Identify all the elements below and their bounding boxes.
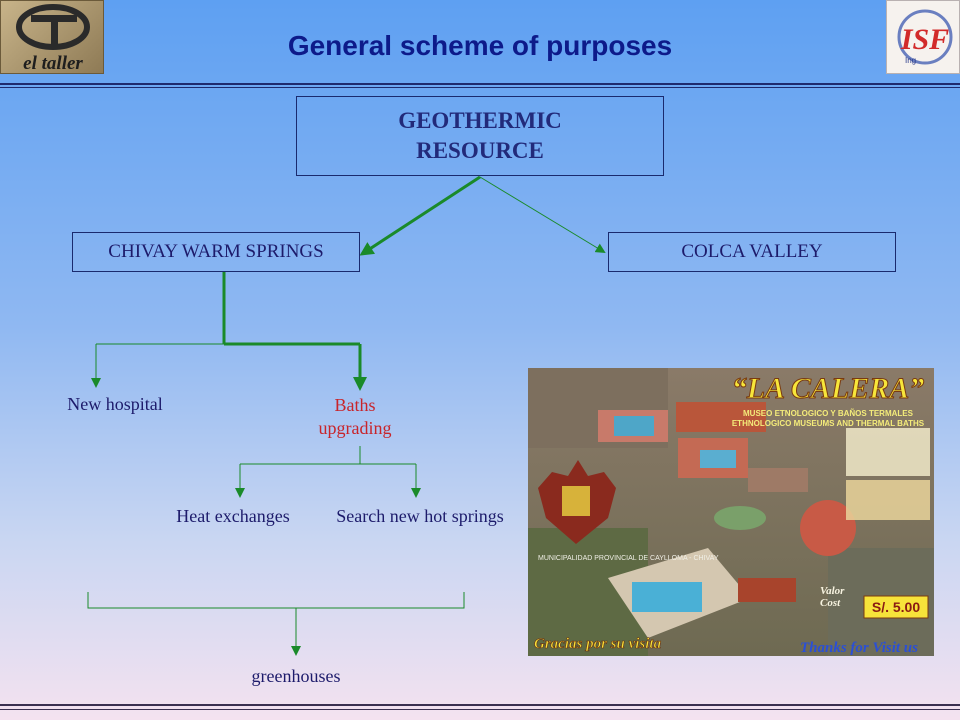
header-divider bbox=[0, 83, 960, 85]
arrow-root-to-chivay bbox=[359, 175, 481, 256]
photo-price-label-2: Cost bbox=[820, 597, 841, 609]
connector-greenhouses-bracket bbox=[87, 592, 465, 609]
logo-right-small: Ing bbox=[905, 56, 916, 65]
el-taller-logo: el taller bbox=[0, 0, 104, 74]
root-line2: RESOURCE bbox=[416, 138, 544, 163]
footer-divider bbox=[0, 704, 960, 706]
colca-valley-box: COLCA VALLEY bbox=[608, 232, 896, 272]
search-hot-springs-label: Search new hot springs bbox=[336, 506, 504, 526]
greenhouses-label: greenhouses bbox=[251, 666, 341, 686]
logo-left-text: el taller bbox=[23, 53, 83, 74]
photo-thanks-es: Gracias por su visita bbox=[534, 636, 662, 652]
baths-upgrading-label: Baths upgrading bbox=[290, 394, 420, 440]
baths-line2: upgrading bbox=[318, 418, 392, 438]
new-hospital-label: New hospital bbox=[67, 394, 163, 414]
heat-exchanges-label: Heat exchanges bbox=[176, 506, 290, 526]
arrow-root-to-colca bbox=[479, 176, 606, 254]
photo-subtitle-2: ETHNOLOGICO MUSEUMS AND THERMAL BATHS bbox=[732, 419, 925, 428]
photo-thanks-en: Thanks for Visit us bbox=[800, 640, 918, 656]
photo-municipality: MUNICIPALIDAD PROVINCIAL DE CAYLLOMA - C… bbox=[538, 555, 719, 562]
la-calera-photo: “LA CALERA” MUSEO ETNOLOGICO Y BAÑOS TER… bbox=[528, 368, 934, 656]
geothermic-resource-box: GEOTHERMIC RESOURCE bbox=[296, 96, 664, 176]
photo-subtitle-1: MUSEO ETNOLOGICO Y BAÑOS TERMALES bbox=[743, 409, 914, 418]
photo-price: S/. 5.00 bbox=[872, 599, 920, 615]
baths-line1: Baths bbox=[334, 395, 376, 415]
footer-divider-thin bbox=[0, 709, 960, 710]
header-divider-thin bbox=[0, 87, 960, 88]
root-line1: GEOTHERMIC bbox=[398, 108, 562, 133]
logo-right-text: ISF bbox=[900, 23, 949, 56]
photo-price-label-1: Valor bbox=[820, 585, 845, 597]
page-title: General scheme of purposes bbox=[287, 30, 673, 61]
chivay-warm-springs-box: CHIVAY WARM SPRINGS bbox=[72, 232, 360, 272]
isf-logo: ISF Ing bbox=[886, 0, 960, 74]
photo-headline: “LA CALERA” bbox=[732, 372, 925, 405]
